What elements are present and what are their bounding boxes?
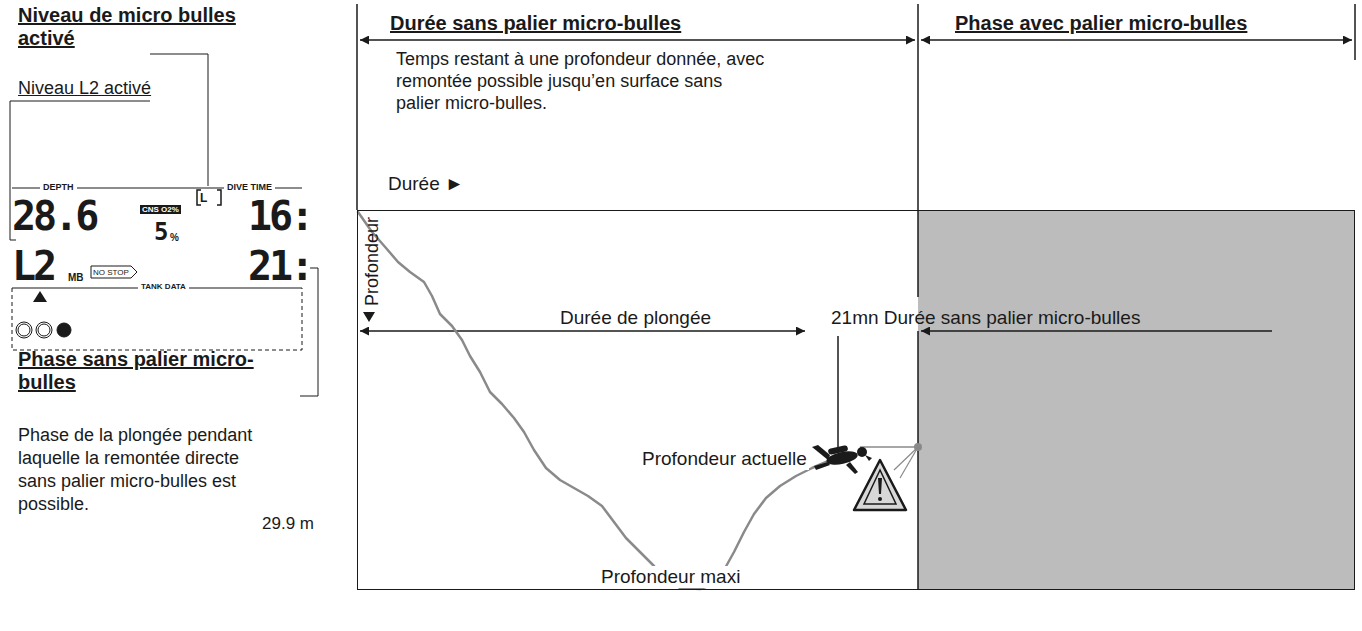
axis-label: Profondeur <box>362 217 383 306</box>
callout-text: Phase de la plongée pendant laquelle la … <box>18 424 268 516</box>
lcd-caption: TANK DATA <box>138 282 189 291</box>
axis-label: Durée ► <box>388 173 464 195</box>
projection-line <box>860 446 918 448</box>
span-description: Temps restant à une profondeur donnée, a… <box>396 48 766 114</box>
dive-time-value: 16: <box>248 196 311 236</box>
no-stop-indicator: NO STOP <box>93 268 129 277</box>
cns-caption: CNS O2% <box>140 205 181 214</box>
point-label: Profondeur actuelle <box>640 448 809 470</box>
level-pointer <box>33 291 47 302</box>
leader-lines <box>10 54 318 396</box>
depth-value: 28.6 <box>12 196 96 236</box>
callout-heading: Niveau de micro bulles activé <box>18 4 278 50</box>
level-indicator: L <box>200 192 207 206</box>
mb-level-value: L2 <box>12 246 54 286</box>
mb-unit: MB <box>68 272 84 284</box>
depth-arrow <box>363 312 375 322</box>
cns-unit: % <box>170 232 179 244</box>
dive-profile <box>358 212 826 589</box>
span-heading: Phase avec palier micro-bulles <box>955 12 1247 35</box>
lcd-display: DEPTH DIVE TIME L 28.6 16: CNS O2% 5% L2MB NO ST… <box>10 180 308 352</box>
span-heading: Durée sans palier micro-bulles <box>390 12 681 35</box>
lcd-caption: DIVE TIME <box>224 182 275 192</box>
callout-text: Niveau L2 activé <box>18 78 151 99</box>
lcd-caption: DEPTH <box>40 182 77 192</box>
warning-symbol <box>854 460 906 510</box>
profile-chart: Durée ►ProfondeurDurée de plongée21mn Du… <box>357 210 1355 590</box>
no-stop-time-value: 21: <box>248 246 311 286</box>
callout-heading: Phase sans palier micro-bulles <box>18 348 298 394</box>
span-brackets <box>357 4 1355 590</box>
diver-figure <box>812 445 872 474</box>
point-label: Profondeur maxi <box>598 566 743 588</box>
span-label: 21mn Durée sans palier micro-bulles <box>831 307 1140 329</box>
stop-phase-region <box>918 210 1355 590</box>
span-label: Durée de plongée <box>556 307 715 329</box>
depth-note: 29.9 m <box>262 514 314 534</box>
cns-value: 5 <box>154 220 165 244</box>
